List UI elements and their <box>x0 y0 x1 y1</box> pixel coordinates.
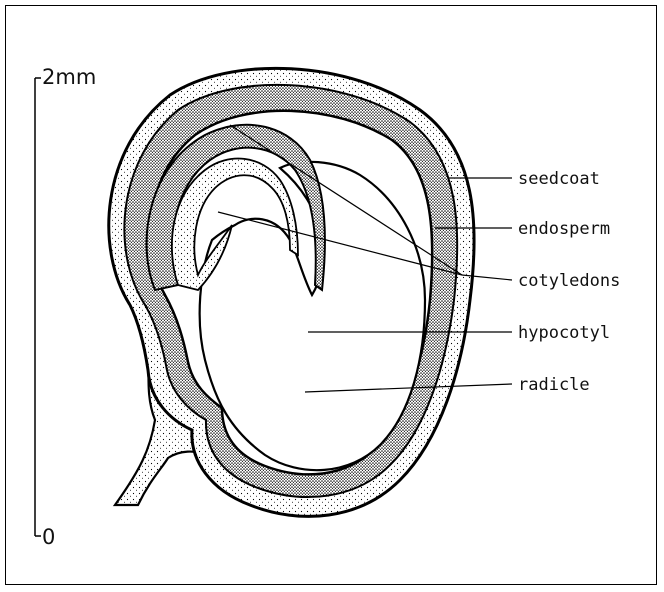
label-hypocotyl: hypocotyl <box>518 323 610 343</box>
label-endosperm: endosperm <box>518 219 610 239</box>
label-seedcoat: seedcoat <box>518 169 600 189</box>
label-cotyledons: cotyledons <box>518 271 620 291</box>
scale-top-label: 2mm <box>42 65 96 89</box>
scale-bottom-label: 0 <box>42 525 55 549</box>
scale-bar <box>35 78 41 536</box>
label-radicle: radicle <box>518 375 590 395</box>
